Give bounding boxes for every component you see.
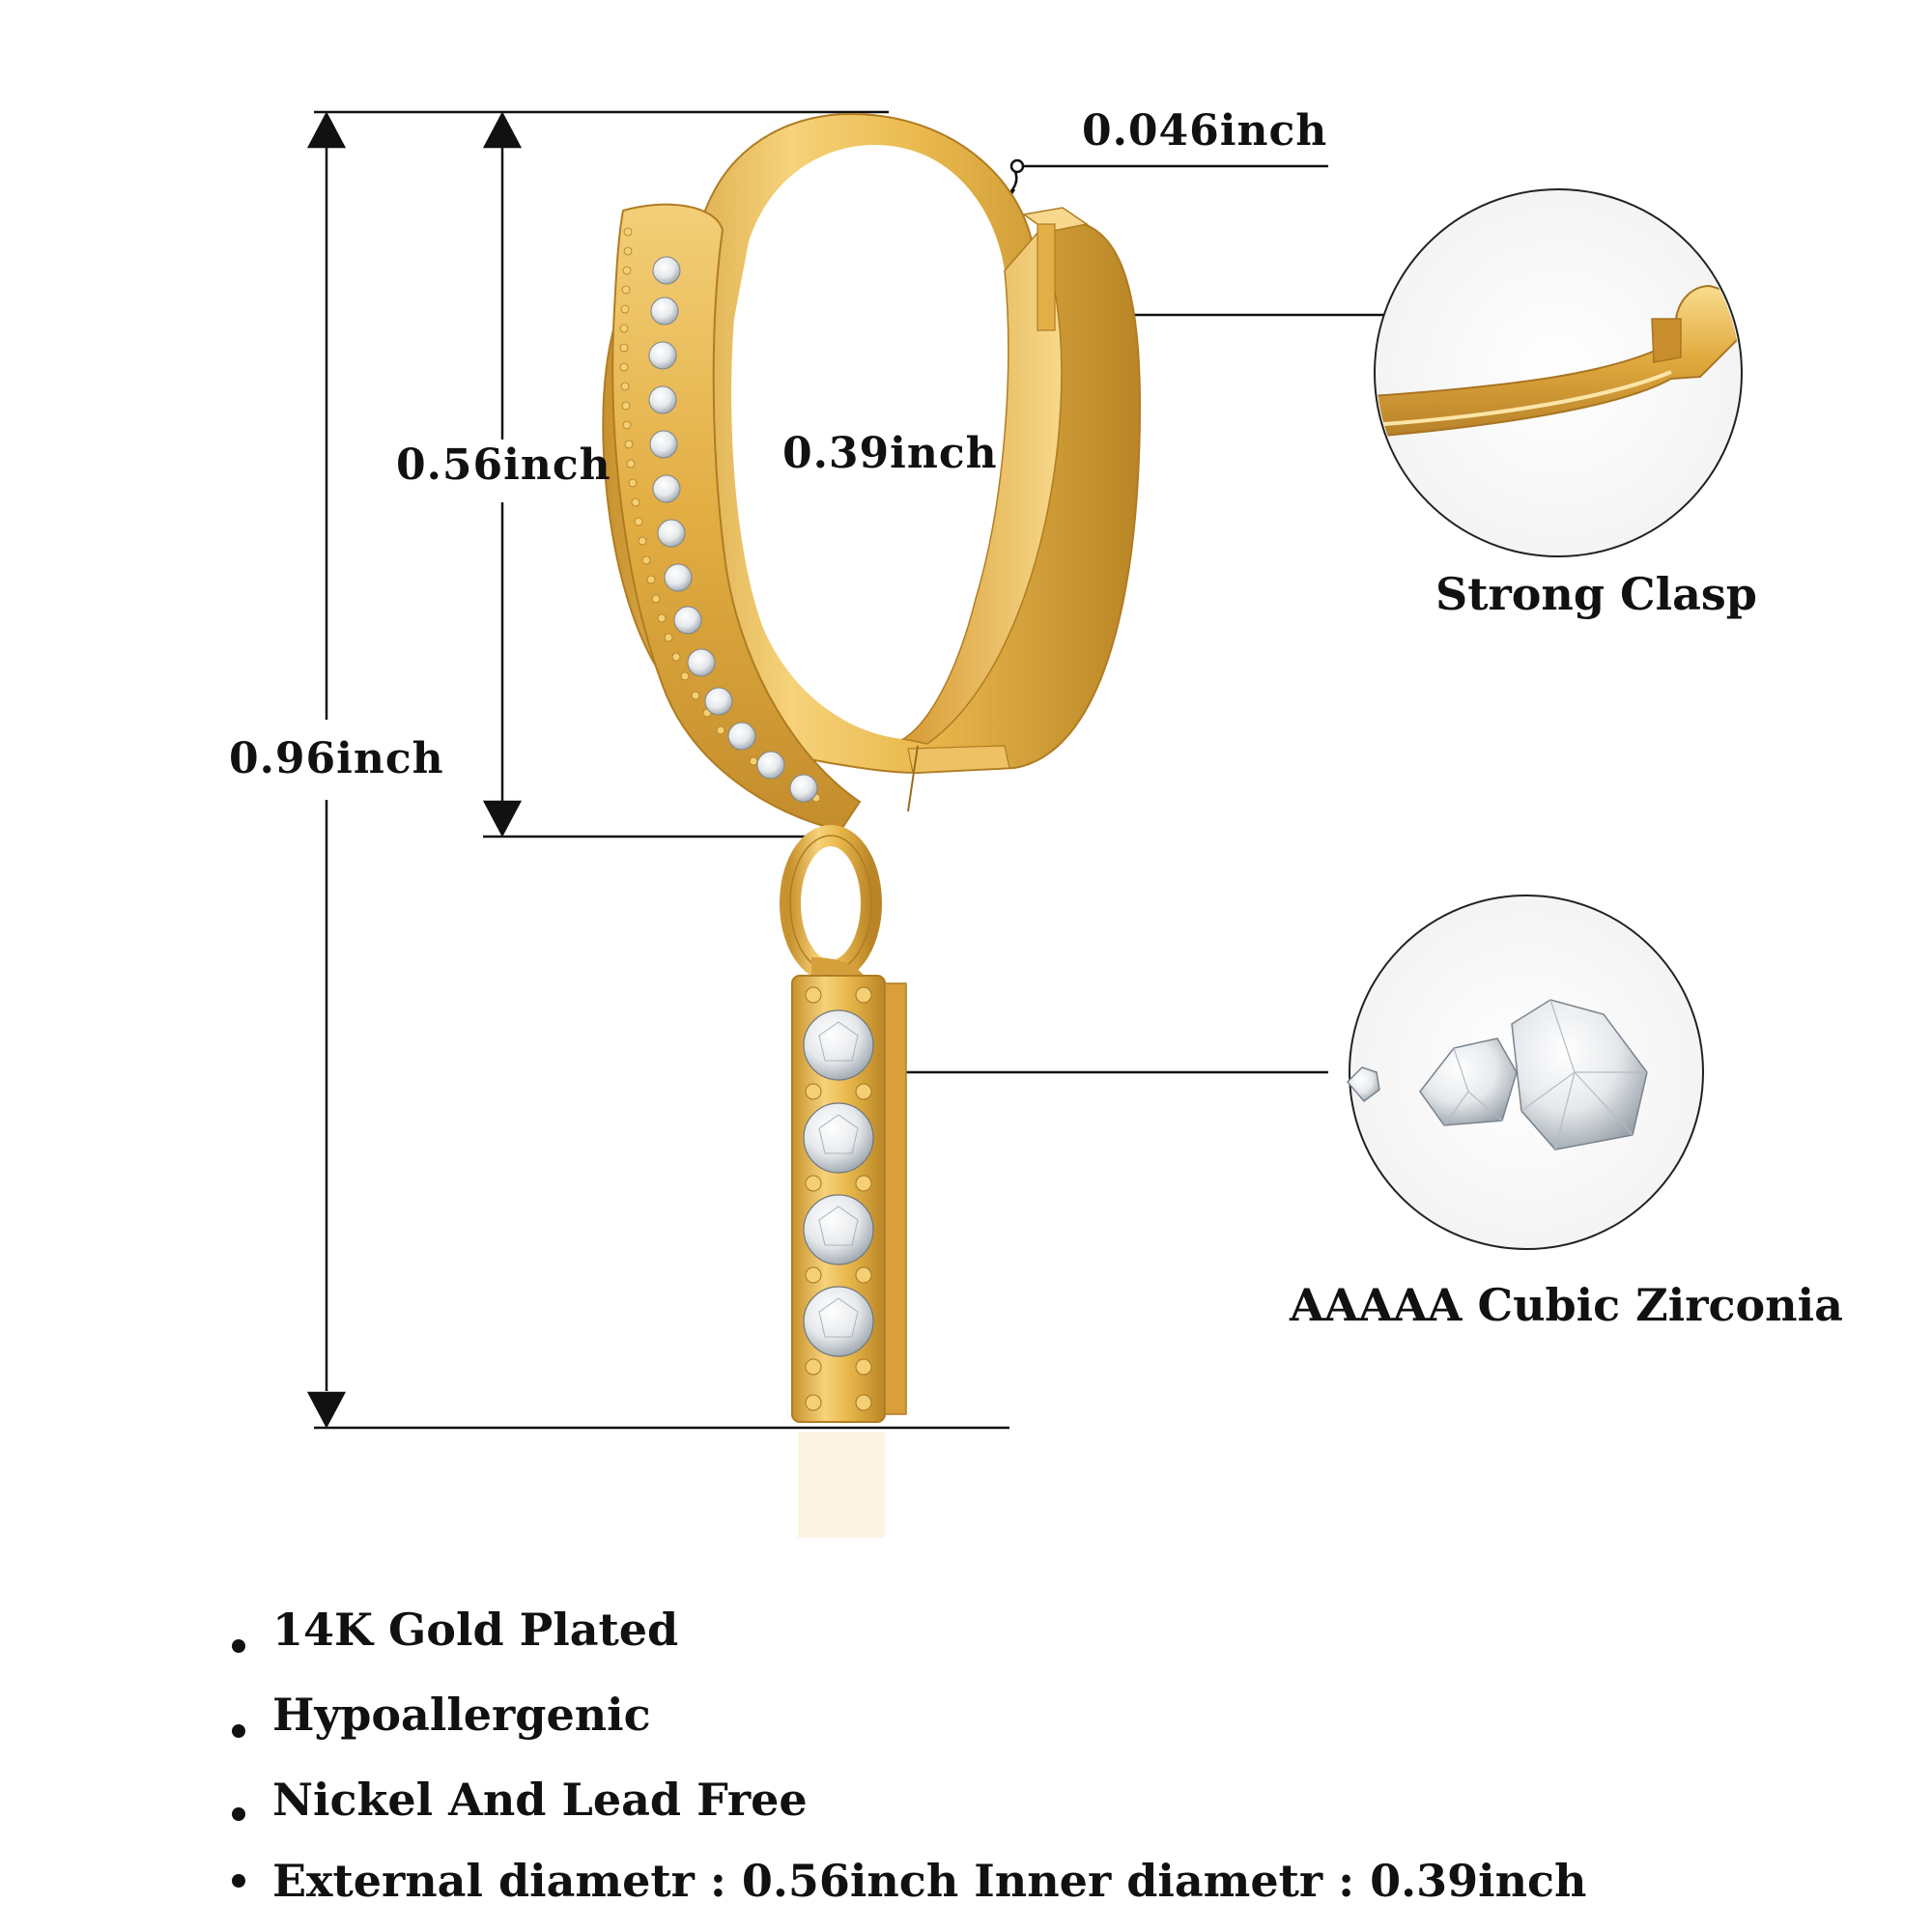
feature-text: Hypoallergenic	[272, 1689, 651, 1741]
feature-item: Hypoallergenic	[230, 1689, 1586, 1774]
stones-detail	[1346, 895, 1704, 1250]
clasp-detail	[1374, 188, 1743, 557]
feature-list: 14K Gold Plated Hypoallergenic Nickel An…	[230, 1604, 1586, 1907]
thickness-label: 0.046inch	[1082, 106, 1328, 156]
bullet-icon	[232, 1807, 245, 1821]
bar-pendant	[791, 975, 907, 1538]
feature-text: External diametr : 0.56inch Inner diamet…	[272, 1855, 1587, 1907]
bullet-icon	[232, 1724, 245, 1738]
bullet-icon	[232, 1639, 245, 1653]
external-diameter-label: 0.56inch	[396, 440, 611, 490]
feature-text: 14K Gold Plated	[272, 1604, 679, 1656]
feature-text: Nickel And Lead Free	[272, 1774, 808, 1826]
inner-diameter-label: 0.39inch	[782, 429, 998, 478]
jump-ring	[780, 825, 882, 990]
total-height-label: 0.96inch	[229, 734, 444, 783]
hoop	[602, 112, 1142, 833]
bullet-icon	[232, 1874, 245, 1888]
feature-item: Nickel And Lead Free	[230, 1774, 1586, 1855]
clasp-callout-label: Strong Clasp	[1435, 568, 1757, 620]
feature-item: External diametr : 0.56inch Inner diamet…	[230, 1855, 1586, 1907]
stones-callout-label: AAAAA Cubic Zirconia	[1290, 1279, 1843, 1331]
feature-item: 14K Gold Plated	[230, 1604, 1586, 1689]
